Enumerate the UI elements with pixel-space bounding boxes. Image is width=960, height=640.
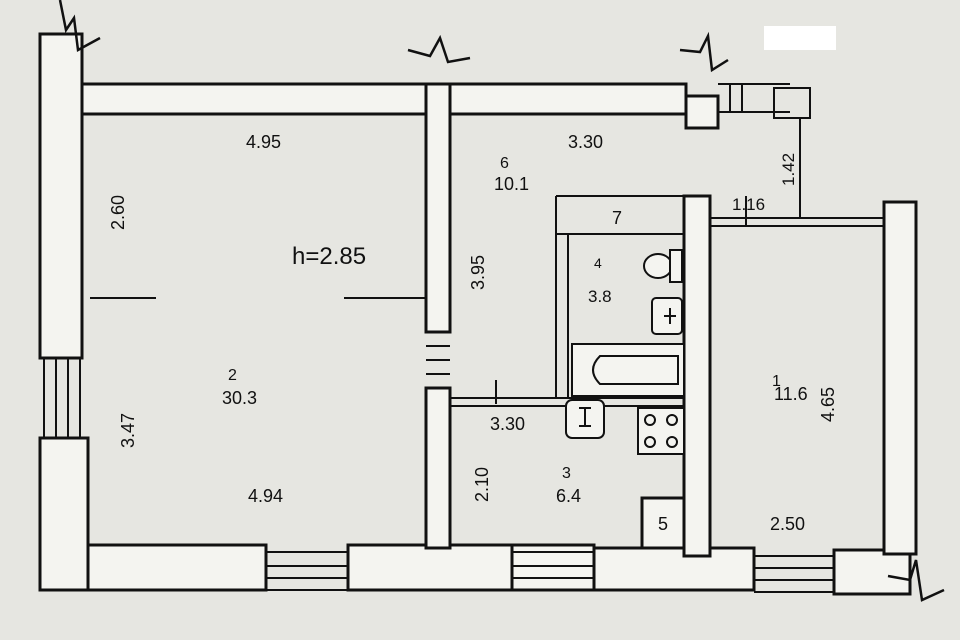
room-3-number: 3	[562, 465, 571, 482]
window-left	[43, 358, 81, 438]
room-6-area: 10.1	[494, 174, 529, 194]
fixtures	[565, 249, 685, 455]
window-bottom-3	[754, 555, 834, 593]
dim-room6-side: 3.95	[468, 255, 488, 290]
room-1-number: 1	[772, 373, 781, 390]
break-mark-top-right	[679, 31, 729, 73]
wall-top-right	[684, 94, 720, 130]
wall-right-partition	[682, 194, 712, 558]
room-6-number: 6	[500, 155, 509, 172]
room-2-area: 30.3	[222, 388, 257, 408]
dim-kitchen-side: 2.10	[472, 467, 492, 502]
dim-room-right-bottom: 2.50	[770, 514, 805, 534]
dim-room2-lower-side: 3.47	[118, 413, 138, 448]
wall-bottom-4	[592, 546, 756, 592]
labels: h=2.85 4.95 2.60 3.47 4.94 3.30 3.95 7 1…	[108, 132, 838, 534]
break-mark-top-left	[58, 0, 101, 52]
thin-lines	[90, 118, 884, 407]
room-1-area: 11.6	[774, 384, 808, 404]
dim-room2-bottom: 4.94	[248, 486, 283, 506]
break-mark-top-center	[407, 34, 471, 64]
toilet-icon	[643, 249, 683, 283]
dim-room7-width: 7	[612, 208, 622, 228]
room-4-number: 4	[594, 255, 602, 271]
wall-center-upper	[424, 82, 452, 334]
sink-icon	[651, 297, 683, 335]
cabinet-box	[640, 496, 686, 550]
room-4-area: 3.8	[588, 287, 612, 306]
break-marks	[58, 0, 945, 602]
wall-left-upper	[38, 32, 84, 360]
windows	[43, 83, 834, 593]
dim-room-right-side: 4.65	[818, 387, 838, 422]
wall-bottom-1	[86, 543, 268, 592]
wall-top-left	[76, 82, 428, 116]
room-3-area: 6.4	[556, 486, 581, 506]
dim-balcony-width: 1.16	[732, 195, 765, 214]
cabinet-mark: 5	[658, 514, 668, 534]
wall-top-middle	[448, 82, 688, 116]
bathtub-icon	[571, 343, 685, 397]
room-2-number: 2	[228, 367, 237, 384]
window-bottom-1	[266, 551, 348, 591]
stove-icon	[637, 407, 685, 455]
break-mark-bottom-right	[887, 559, 945, 602]
dim-room6-top: 3.30	[568, 132, 603, 152]
dim-room2-upper-side: 2.60	[108, 195, 128, 230]
opening-center	[426, 345, 450, 375]
dim-room2-top: 4.95	[246, 132, 281, 152]
wall-bottom-2	[346, 543, 514, 592]
wall-center-lower	[424, 386, 452, 550]
wall-bottom-5	[832, 548, 912, 596]
dim-balcony-depth: 1.42	[779, 153, 798, 186]
walls	[38, 32, 918, 596]
dim-kitchen-top: 3.30	[490, 414, 525, 434]
redaction-box	[764, 26, 836, 50]
balcony-door	[718, 83, 811, 119]
window-bottom-2	[512, 551, 594, 591]
height-note: h=2.85	[292, 243, 366, 270]
wall-left-lower	[38, 436, 90, 592]
kitchen-sink-icon	[565, 399, 605, 439]
wall-right-exterior	[882, 200, 918, 556]
